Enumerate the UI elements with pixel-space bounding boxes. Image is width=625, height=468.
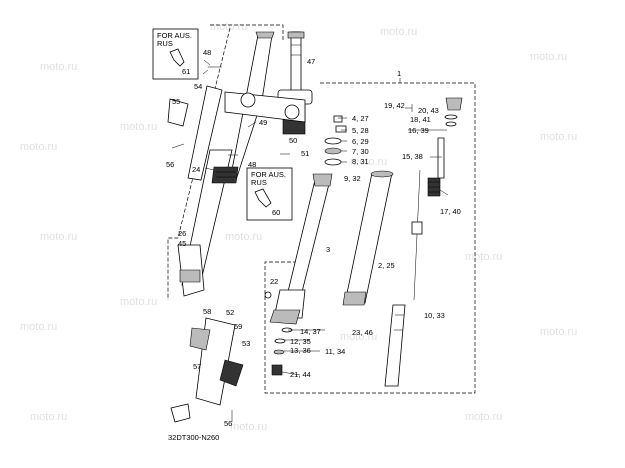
watermark-text: moto.ru [540,131,577,143]
clamp-bolt [240,92,256,108]
label-59: 59 [234,322,242,331]
label-5-28: 5, 28 [352,126,369,135]
decal-55 [167,98,189,127]
label-26: 26 [178,229,186,238]
label-51: 51 [301,149,309,158]
label-2-25: 2, 25 [378,261,395,270]
watermark-text: moto.ru [230,421,267,433]
label-48-bottom: 48 [248,160,256,169]
label-22: 22 [270,277,278,286]
label-13-36: 13, 36 [290,346,311,355]
outer-fork-tube-left [177,31,306,297]
label-19-42: 19, 42 [384,101,405,110]
label-55: 55 [172,97,180,106]
region-note-line: FOR AUS. [157,31,192,40]
damper-rod [384,169,423,387]
label-7-30: 7, 30 [352,147,369,156]
label-10-33: 10, 33 [424,311,445,320]
clamp-bolt [284,104,300,120]
label-58: 58 [203,307,211,316]
region-note-box-bottom: FOR AUS. RUS 60 [246,167,293,221]
assembly-boundary [264,82,476,394]
watermark-text: moto.ru [350,156,387,168]
region-note-line: RUS [251,178,267,187]
part-labels: 1 3 4, 27 5, 28 6, 29 7, 30 8, 31 9, 32 … [166,48,461,428]
label-48-top: 48 [203,48,211,57]
label-57: 57 [193,362,201,371]
watermark-text: moto.ru [465,411,502,423]
bracket-icon [169,48,185,67]
label-1: 1 [397,69,401,78]
label-54: 54 [194,82,202,91]
watermark-layer: moto.ru moto.ru moto.ru moto.ru moto.ru … [20,21,577,433]
label-11-34: 11, 34 [325,347,345,356]
region-note-line: FOR AUS. [251,170,286,179]
watermark-text: moto.ru [30,411,67,423]
label-20-43: 20, 43 [418,106,439,115]
label-56-top: 56 [166,160,174,169]
watermark-text: moto.ru [530,51,567,63]
decal-bracket [170,403,191,423]
bolts [171,66,290,422]
label-12-35: 12, 35 [290,337,311,346]
watermark-text: moto.ru [20,321,57,333]
fork-guard [167,85,223,181]
watermark-text: moto.ru [120,121,157,133]
label-4-27: 4, 27 [352,114,369,123]
watermark-text: moto.ru [225,231,262,243]
label-23-46: 23, 46 [352,328,373,337]
label-14-37: 14, 37 [300,327,321,336]
watermark-text: moto.ru [20,141,57,153]
watermark-text: moto.ru [380,26,417,38]
watermark-text: moto.ru [465,251,502,263]
watermark-text: moto.ru [40,231,77,243]
label-3: 3 [326,245,330,254]
label-45: 45 [178,239,186,248]
region-note-line: RUS [157,39,173,48]
label-18-41: 18, 41 [410,115,431,124]
inner-fork-tube [269,173,333,325]
lower-small-parts [264,291,293,376]
watermark-text: moto.ru [120,296,157,308]
watermark-text: moto.ru [540,326,577,338]
label-47: 47 [307,57,315,66]
watermark-text: moto.ru [40,61,77,73]
watermark-text: moto.ru [340,331,377,343]
label-15-38: 15, 38 [402,152,423,161]
outer-tube [342,170,394,306]
label-17-40: 17, 40 [440,207,461,216]
watermark-text: moto.ru [210,21,247,33]
label-60: 60 [272,208,280,217]
label-50: 50 [289,136,297,145]
label-61: 61 [182,67,190,76]
small-parts-stack [324,115,347,166]
diagram-code: 32DT300-N260 [168,433,219,442]
fork-protector [170,317,244,423]
label-21-44: 21, 44 [290,370,311,379]
region-note-box-top: FOR AUS. RUS 61 [152,28,199,80]
fork-cap [444,97,463,127]
label-56-bottom: 56 [224,419,232,428]
label-49: 49 [259,118,267,127]
bracket-icon [254,188,272,208]
label-9-32: 9, 32 [344,174,361,183]
label-8-31: 8, 31 [352,157,369,166]
label-53: 53 [242,339,250,348]
leader-lines [202,59,449,376]
label-24: 24 [192,165,200,174]
label-16-39: 16, 39 [408,126,429,135]
label-52: 52 [226,308,234,317]
label-6-29: 6, 29 [352,137,369,146]
fork-spring [427,137,445,197]
